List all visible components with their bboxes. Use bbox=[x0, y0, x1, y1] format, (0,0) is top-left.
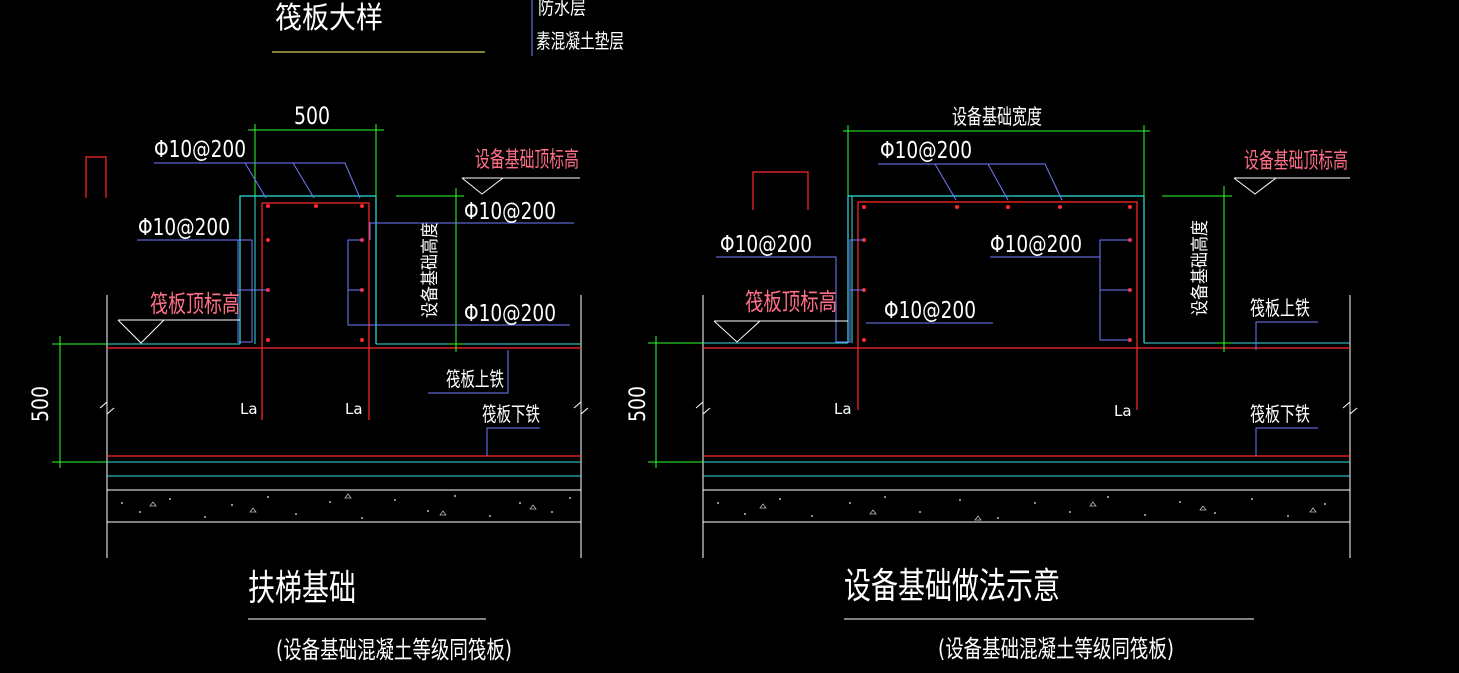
left-rebar-right-lower-label: Φ10@200 bbox=[464, 301, 556, 327]
right-raft-top-steel-leader bbox=[1255, 321, 1318, 350]
left-detail: 500 Φ10@200 Φ10@200 筏板顶标高 设备基础顶标高 设备基础高度… bbox=[29, 102, 589, 664]
right-equip-top-elev-label: 设备基础顶标高 bbox=[1244, 149, 1348, 174]
left-equip-top-elev-label: 设备基础顶标高 bbox=[475, 148, 579, 173]
right-rebar-right-label: Φ10@200 bbox=[990, 232, 1082, 258]
right-rebar-top-leader bbox=[878, 163, 1063, 201]
left-cushion-hatch bbox=[121, 493, 571, 519]
left-raft-top-steel-label: 筏板上铁 bbox=[446, 367, 504, 391]
left-raft-top-elev-mark bbox=[117, 319, 166, 344]
left-raft-bottom-steel-leader bbox=[486, 427, 540, 456]
right-rebar-top-label: Φ10@200 bbox=[880, 138, 972, 164]
right-dim-width-label: 设备基础宽度 bbox=[952, 105, 1042, 129]
right-raft-top-steel-label: 筏板上铁 bbox=[1250, 296, 1310, 320]
top-header: 筏板大样 防水层 素混凝土垫层 bbox=[272, 0, 624, 56]
left-dim-width-label: 500 bbox=[294, 102, 330, 130]
left-rebar-right-lower-leader bbox=[347, 239, 570, 326]
left-rebar-dots bbox=[266, 204, 364, 342]
right-rebar-top-leader-c bbox=[987, 163, 1009, 201]
right-base-outline bbox=[847, 195, 1145, 343]
left-rebar-top-label: Φ10@200 bbox=[154, 137, 246, 163]
left-base-rebar bbox=[261, 202, 370, 420]
right-la-left-label: La bbox=[834, 400, 852, 418]
right-break-mark-right bbox=[1342, 400, 1358, 416]
left-equip-top-elev-mark bbox=[461, 177, 505, 195]
left-raft-bottom-steel-label: 筏板下铁 bbox=[482, 402, 540, 426]
layer-waterproof-label: 防水层 bbox=[538, 0, 586, 19]
left-break-mark-left bbox=[99, 400, 115, 416]
right-rebar-left-label: Φ10@200 bbox=[720, 232, 812, 258]
right-raft-top-elev-label: 筏板顶标高 bbox=[745, 288, 837, 316]
left-la-left-label: La bbox=[240, 400, 258, 418]
left-rebar-top-leader-b bbox=[244, 162, 267, 199]
left-note: (设备基础混凝土等级同筏板) bbox=[276, 636, 512, 664]
left-break-mark-right bbox=[573, 400, 589, 416]
left-raft-top-steel-leader bbox=[428, 350, 509, 394]
right-equip-height-label: 设备基础高度 bbox=[1190, 220, 1211, 316]
right-dim-thickness-label: 500 bbox=[626, 386, 651, 422]
top-title-partial: 筏板大样 bbox=[275, 1, 383, 36]
right-detail: 设备基础宽度 Φ10@200 Φ10@200 Φ10@200 Φ10@200 筏… bbox=[626, 105, 1358, 663]
right-break-mark-left bbox=[695, 400, 711, 416]
right-base-rebar bbox=[857, 201, 1138, 410]
right-raft-bottom-steel-leader bbox=[1255, 427, 1318, 456]
left-equip-height-label: 设备基础高度 bbox=[420, 222, 441, 318]
left-dim-thickness-label: 500 bbox=[29, 386, 54, 422]
left-rebar-top-leader-c bbox=[292, 162, 315, 199]
right-la-right-label: La bbox=[1114, 402, 1132, 420]
left-rebar-left-leader bbox=[137, 239, 253, 343]
left-rebar-right-upper-label: Φ10@200 bbox=[464, 199, 556, 225]
left-base-outline bbox=[239, 195, 377, 344]
left-rebar-top-leader bbox=[154, 162, 361, 199]
right-rebar-mid-label: Φ10@200 bbox=[884, 298, 976, 324]
right-cushion-hatch bbox=[717, 496, 1326, 521]
right-raft-bottom-steel-label: 筏板下铁 bbox=[1250, 402, 1310, 426]
right-equip-top-elev-mark bbox=[1233, 177, 1278, 195]
right-title: 设备基础做法示意 bbox=[844, 566, 1060, 607]
right-fragment-outline bbox=[752, 171, 809, 210]
right-note: (设备基础混凝土等级同筏板) bbox=[938, 635, 1174, 663]
left-rebar-left-label: Φ10@200 bbox=[138, 215, 230, 241]
right-rebar-top-leader-b bbox=[934, 163, 957, 201]
right-rebar-left-leader bbox=[716, 239, 864, 343]
left-la-right-label: La bbox=[345, 400, 363, 418]
right-rebar-right-leader bbox=[990, 239, 1130, 258]
right-rebar-right-leader-b bbox=[1099, 257, 1130, 341]
left-rebar-right-upper-leader bbox=[369, 222, 574, 240]
layer-cushion-label: 素混凝土垫层 bbox=[536, 29, 624, 53]
left-fragment-outline bbox=[85, 156, 107, 198]
right-raft-top-elev-mark bbox=[713, 320, 762, 343]
left-raft-top-elev-label: 筏板顶标高 bbox=[150, 290, 240, 318]
left-title: 扶梯基础 bbox=[248, 568, 356, 609]
